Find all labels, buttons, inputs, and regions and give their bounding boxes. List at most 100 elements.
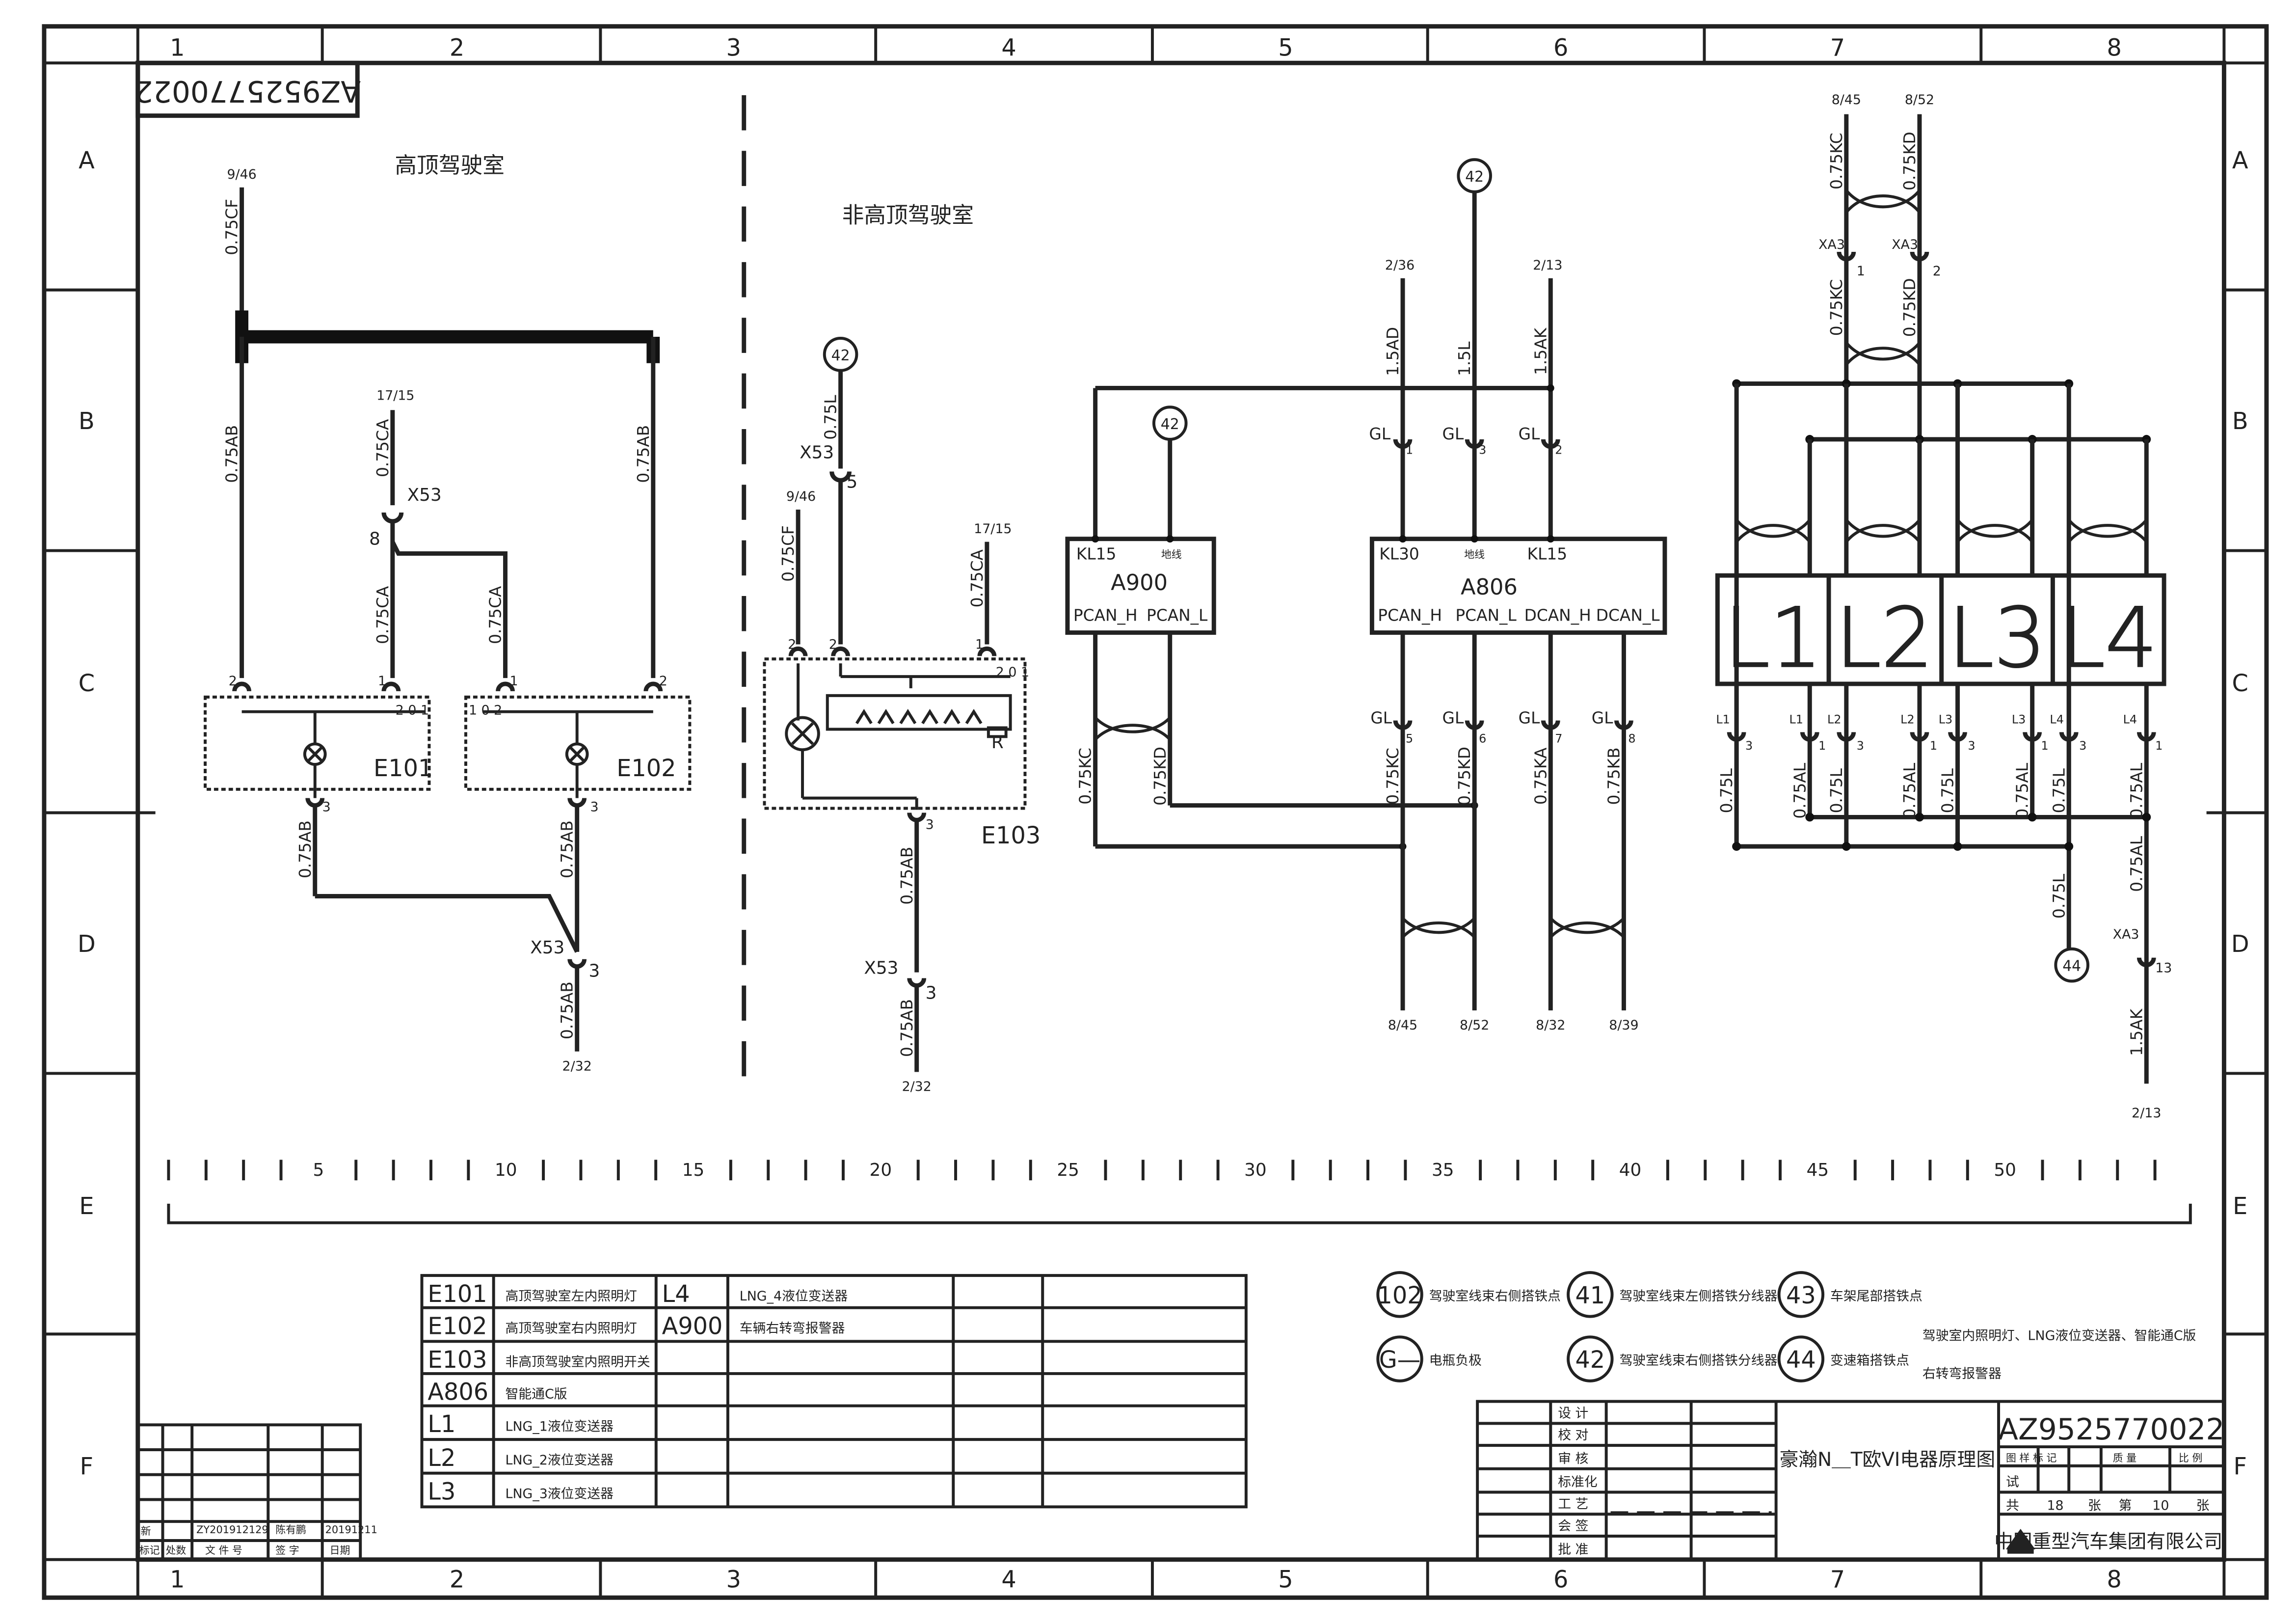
svg-text:0.75CA: 0.75CA [486,586,505,644]
svg-text:0.75KD: 0.75KD [1900,132,1919,190]
svg-text:1.5L: 1.5L [1455,341,1474,376]
svg-text:8/45: 8/45 [1388,1018,1417,1033]
area-label-non-high-roof: 非高顶驾驶室 [842,202,974,228]
svg-text:PCAN_H: PCAN_H [1073,606,1138,625]
svg-text:3: 3 [926,817,934,832]
svg-text:L1: L1 [427,1411,455,1438]
row-label: E [2233,1193,2247,1220]
svg-text:共: 共 [2006,1498,2019,1513]
svg-text:2/32: 2/32 [902,1079,932,1094]
svg-text:L3: L3 [2012,713,2026,727]
svg-text:41: 41 [1575,1282,1605,1309]
svg-text:18: 18 [2047,1498,2063,1513]
svg-text:8/32: 8/32 [1536,1018,1565,1033]
col-label: 3 [726,1566,741,1593]
svg-text:设 计: 设 计 [1558,1406,1588,1421]
svg-text:KL15: KL15 [1527,544,1568,563]
svg-text:0.75KD: 0.75KD [1900,278,1919,337]
svg-text:PCAN_L: PCAN_L [1147,606,1208,625]
svg-text:GL: GL [1442,425,1464,443]
svg-text:LNG_4液位变送器: LNG_4液位变送器 [740,1289,848,1304]
svg-text:8/45: 8/45 [1832,92,1861,108]
svg-text:0.75AB: 0.75AB [634,425,653,483]
A900-label: A900 [1111,569,1168,595]
svg-text:L2: L2 [1900,713,1914,727]
svg-text:XA3: XA3 [2113,927,2139,942]
svg-text:3: 3 [926,983,937,1003]
svg-text:0.75KD: 0.75KD [1455,747,1474,806]
row-label: A [2232,147,2248,174]
svg-text:0.75KC: 0.75KC [1827,279,1846,336]
L2-label: L2 [1836,591,1933,686]
svg-text:3: 3 [322,800,331,815]
svg-text:0.75L: 0.75L [1827,768,1846,813]
svg-text:审 核: 审 核 [1558,1451,1588,1466]
twisted-pair-icon [1845,189,1921,214]
svg-text:2: 2 [788,637,796,652]
svg-text:A806: A806 [427,1379,488,1406]
svg-text:0.75CA: 0.75CA [968,549,987,607]
svg-text:车架尾部搭铁点: 车架尾部搭铁点 [1830,1289,1922,1304]
svg-text:张: 张 [2088,1498,2101,1513]
svg-text:5: 5 [1406,731,1413,745]
svg-text:2: 2 [829,637,837,652]
row-label: F [80,1454,93,1481]
svg-text:2: 2 [659,674,667,689]
svg-text:R: R [991,732,1004,753]
svg-text:0.75KD: 0.75KD [1151,747,1170,806]
col-label: 3 [726,34,741,61]
col-label: 5 [1278,34,1293,61]
col-label: 6 [1553,1566,1568,1593]
svg-text:2/13: 2/13 [1533,258,1562,273]
svg-text:0.75AB: 0.75AB [898,999,916,1057]
ground-point-44-icon [2054,947,2089,983]
svg-text:XA3: XA3 [1818,237,1845,252]
row-label: E [79,1193,94,1220]
svg-text:L2: L2 [1827,713,1841,727]
svg-text:8/52: 8/52 [1905,92,1934,108]
svg-text:1.5AD: 1.5AD [1384,327,1402,376]
svg-text:DCAN_H: DCAN_H [1524,606,1591,625]
svg-text:10: 10 [2152,1498,2169,1513]
svg-text:1: 1 [1930,739,1937,753]
svg-text:电瓶负极: 电瓶负极 [1429,1353,1482,1368]
col-label: 7 [1830,1566,1845,1593]
non-high-roof-circuit: 42 0.75L X53 5 9/46 0.75CF 17/15 0.75CA … [763,337,1041,1094]
scale-mark-label: 25 [1057,1160,1079,1180]
row-label: A [79,147,95,174]
E101-box [204,695,431,791]
scale-mark-label: 50 [1994,1160,2016,1180]
svg-text:L2: L2 [427,1445,455,1472]
svg-text:102: 102 [1378,1282,1422,1309]
svg-text:2/36: 2/36 [1385,258,1415,273]
svg-text:X53: X53 [800,443,834,463]
svg-text:E103: E103 [427,1347,487,1374]
svg-text:LNG_1液位变送器: LNG_1液位变送器 [506,1419,614,1434]
svg-text:8: 8 [1628,731,1635,745]
svg-text:5: 5 [847,472,858,492]
area-label-high-roof: 高顶驾驶室 [395,152,505,178]
svg-text:PCAN_H: PCAN_H [1378,606,1442,625]
L4-label: L4 [2059,591,2157,686]
drawing-title: 豪瀚N＿T欧VI电器原理图 [1780,1449,1996,1471]
svg-text:智能通C版: 智能通C版 [506,1387,567,1402]
svg-text:1.5AK: 1.5AK [1531,327,1550,375]
col-label: 6 [1553,34,1568,61]
high-roof-circuit: 9/46 0.75CF 0.75AB 0.75AB 17/15 0.75CA X… [204,167,692,1074]
svg-text:0.75L: 0.75L [822,395,840,440]
sheet-frame: 1 2 3 4 5 6 7 8 1 2 3 4 5 6 7 8 A B C D … [42,24,2269,1600]
svg-text:0.75AB: 0.75AB [558,820,577,878]
svg-text:44: 44 [1786,1347,1816,1374]
svg-text:地线: 地线 [1464,548,1485,560]
svg-text:0.75AL: 0.75AL [2127,836,2146,892]
svg-text:0.75CF: 0.75CF [779,525,798,582]
svg-text:1: 1 [975,637,984,652]
svg-text:44: 44 [2062,958,2081,975]
svg-text:车辆右转弯报警器: 车辆右转弯报警器 [740,1321,845,1336]
svg-text:3: 3 [590,800,599,815]
svg-text:GL: GL [1370,709,1392,728]
svg-text:GL: GL [1592,709,1613,728]
A900-box [1065,537,1216,635]
svg-text:L3: L3 [1939,713,1952,727]
svg-text:X53: X53 [864,958,898,978]
